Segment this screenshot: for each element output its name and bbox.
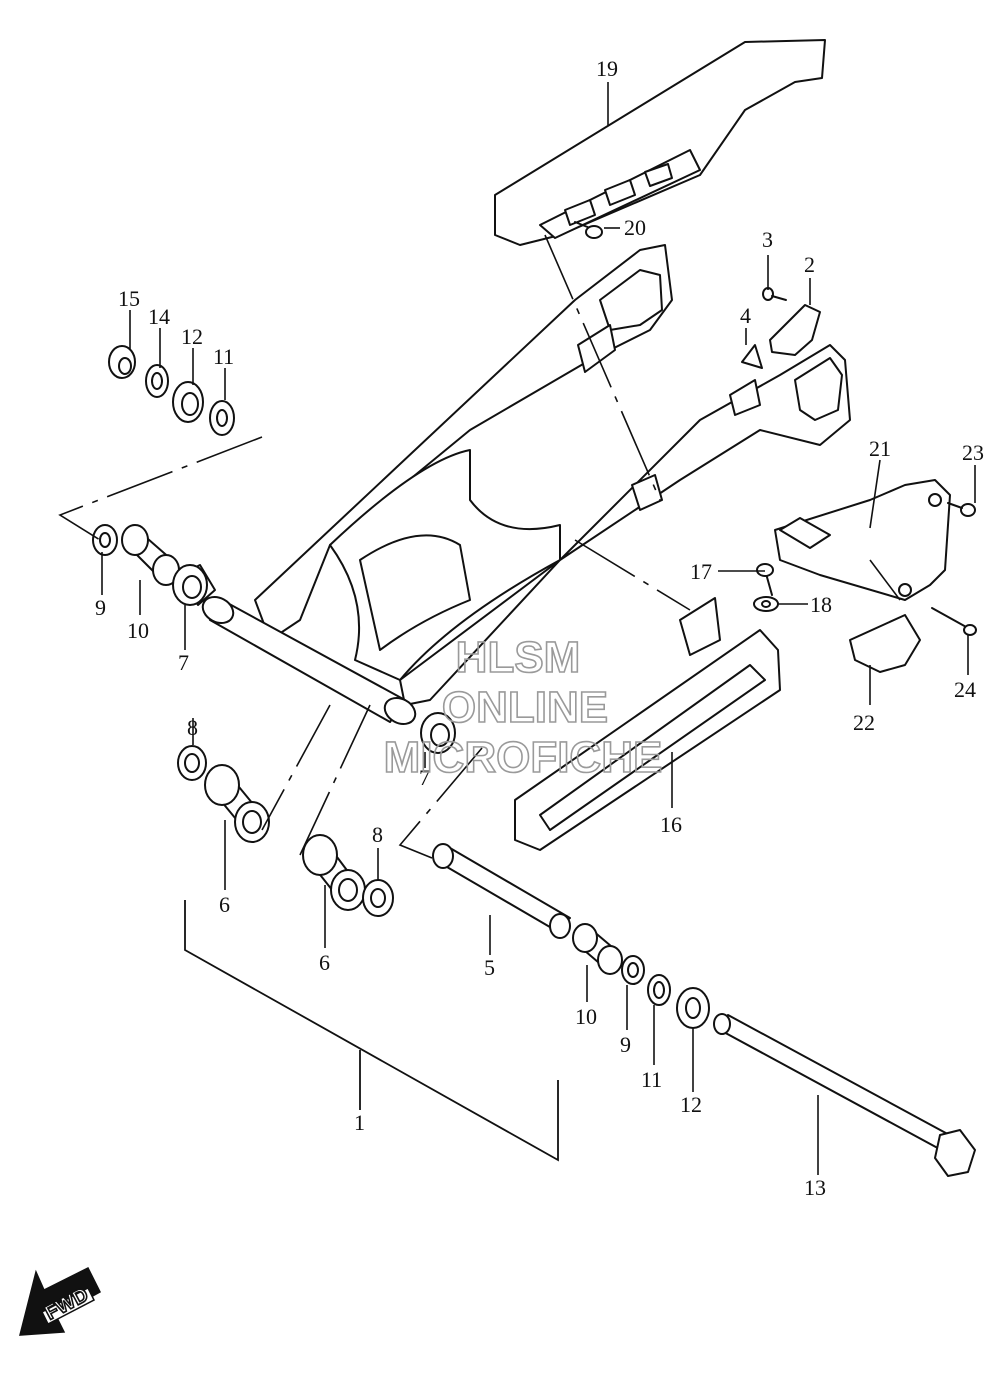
callout-18: 18 bbox=[810, 592, 832, 617]
spacer-12-lower bbox=[676, 987, 710, 1029]
callout-11-upper: 11 bbox=[213, 344, 234, 369]
washer-8-left bbox=[177, 745, 207, 781]
callout-8-right: 8 bbox=[372, 822, 383, 847]
bearing-7-upper bbox=[172, 564, 216, 606]
callout-8-left: 8 bbox=[187, 715, 198, 740]
washer-11-upper bbox=[209, 400, 235, 436]
watermark-line-2: ONLINE bbox=[442, 683, 608, 732]
callout-7-upper: 7 bbox=[178, 650, 189, 675]
callout-16: 16 bbox=[660, 812, 682, 837]
callout-12-lower: 12 bbox=[680, 1092, 702, 1117]
bolt-20 bbox=[574, 221, 603, 239]
callout-1: 1 bbox=[354, 1110, 365, 1135]
callout-labels: 19 20 3 2 4 15 14 12 11 9 10 7 8 6 6 8 7… bbox=[95, 56, 984, 1200]
callout-6-right: 6 bbox=[319, 950, 330, 975]
bushing-6-right bbox=[302, 834, 366, 911]
bolt-23 bbox=[947, 502, 976, 517]
callout-5: 5 bbox=[484, 955, 495, 980]
bolt-3 bbox=[762, 287, 787, 301]
plate-2 bbox=[769, 304, 821, 356]
screw-17 bbox=[756, 563, 774, 596]
washer-11-lower bbox=[647, 974, 671, 1006]
piece-4 bbox=[741, 344, 763, 369]
callout-12-upper: 12 bbox=[181, 324, 203, 349]
washer-18 bbox=[753, 596, 779, 612]
assembly-bracket bbox=[184, 900, 559, 1162]
callout-6-left: 6 bbox=[219, 892, 230, 917]
callout-22: 22 bbox=[853, 710, 875, 735]
callout-2: 2 bbox=[804, 252, 815, 277]
callout-23: 23 bbox=[962, 440, 984, 465]
callout-14: 14 bbox=[148, 304, 170, 329]
callout-13: 13 bbox=[804, 1175, 826, 1200]
bushing-6-left bbox=[204, 764, 270, 843]
nut-15 bbox=[108, 345, 136, 379]
callout-24: 24 bbox=[954, 677, 976, 702]
callout-9-lower: 9 bbox=[620, 1032, 631, 1057]
watermark-line-1: HLSM bbox=[456, 633, 581, 682]
callout-10-lower: 10 bbox=[575, 1004, 597, 1029]
callout-4: 4 bbox=[740, 303, 751, 328]
washer-14 bbox=[145, 364, 169, 398]
washer-8-right bbox=[362, 879, 394, 917]
watermark: HLSM ONLINE MICROFICHE bbox=[383, 632, 663, 783]
callout-19: 19 bbox=[596, 56, 618, 81]
bolt-24 bbox=[931, 607, 977, 636]
pivot-shaft-13 bbox=[713, 1013, 976, 1177]
assembly-lines bbox=[58, 234, 901, 859]
leader-lines bbox=[101, 82, 976, 1175]
callout-3: 3 bbox=[762, 227, 773, 252]
callout-20: 20 bbox=[624, 215, 646, 240]
chain-buffer bbox=[514, 597, 781, 851]
callout-11-lower: 11 bbox=[641, 1067, 662, 1092]
chain-guard bbox=[494, 39, 826, 246]
bearing-7-lower bbox=[420, 712, 456, 754]
washer-9-lower bbox=[621, 955, 645, 985]
washer-9-upper bbox=[92, 524, 118, 556]
spacer-12-upper bbox=[172, 381, 204, 423]
swingarm-assembly bbox=[201, 244, 851, 725]
callout-7-lower: 7 bbox=[419, 765, 430, 790]
callout-10-upper: 10 bbox=[127, 618, 149, 643]
chain-guide-bracket bbox=[774, 479, 951, 601]
forward-arrow: FWD bbox=[19, 1266, 101, 1336]
callout-17: 17 bbox=[690, 559, 712, 584]
sleeve-5 bbox=[432, 843, 571, 939]
watermark-line-3: MICROFICHE bbox=[384, 733, 663, 782]
bushing-10-upper bbox=[121, 524, 180, 586]
bushing-10-lower bbox=[572, 923, 623, 975]
callout-21: 21 bbox=[869, 436, 891, 461]
chain-guide bbox=[849, 614, 921, 673]
callout-9-upper: 9 bbox=[95, 595, 106, 620]
callout-15: 15 bbox=[118, 286, 140, 311]
